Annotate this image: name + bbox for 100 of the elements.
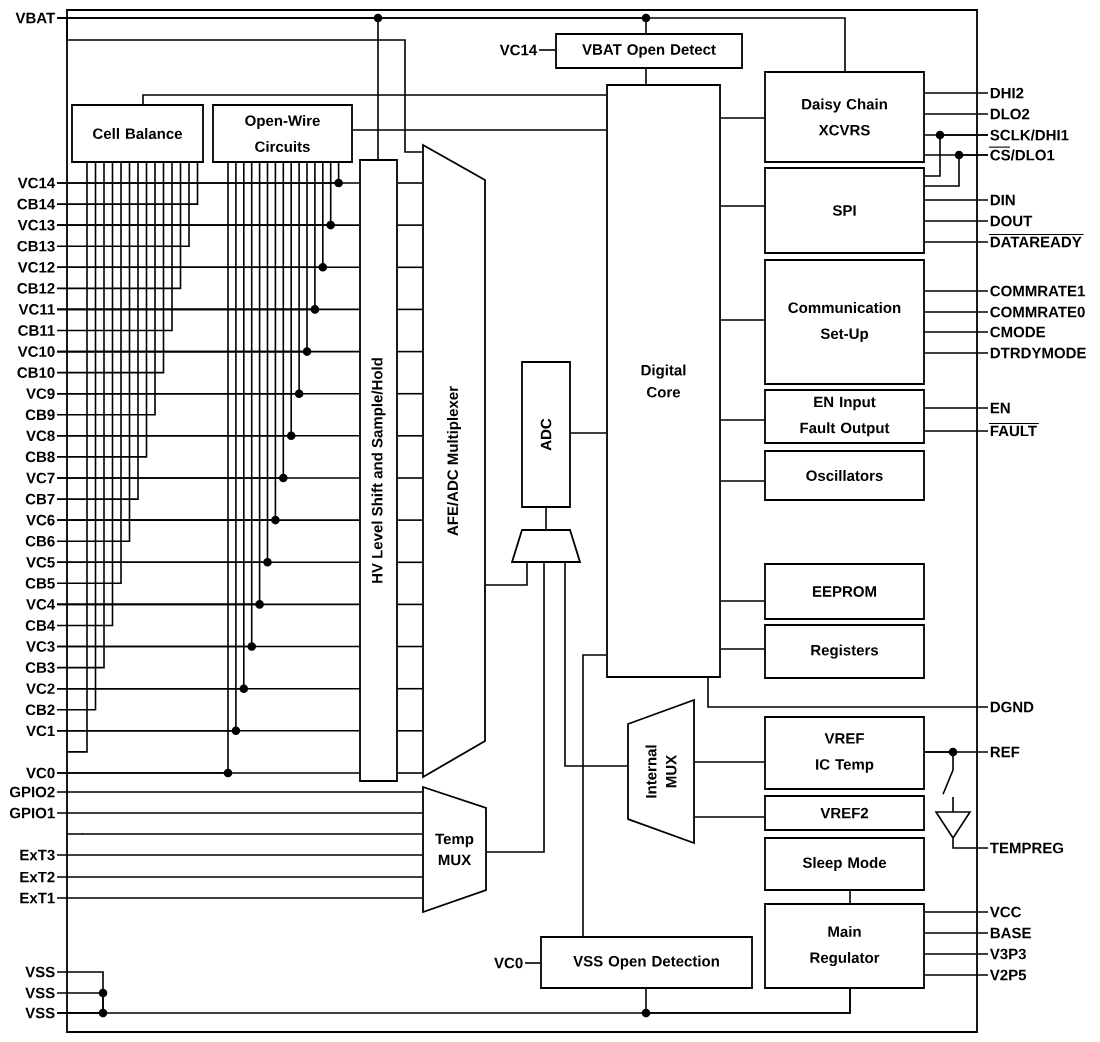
wire [397,519,423,521]
wire [397,730,423,732]
wire [397,645,423,648]
wire [720,205,765,207]
function-block: Cell Balance [71,104,204,163]
wire [924,953,989,955]
wire [397,308,423,311]
function-block: EEPROM [764,563,925,620]
wire [56,162,199,205]
pin-label: VCC [989,906,1022,918]
wire [56,162,340,184]
pin-label: VBAT [15,12,56,24]
pin-label: ExT1 [20,892,55,904]
wire [849,890,851,904]
wire [720,419,765,421]
wire [56,162,165,374]
wire [564,562,628,767]
pin-label: CS/DLO1 [988,146,1055,161]
wire [924,220,989,222]
pin-label: VC7 [26,472,55,484]
wire [397,687,423,690]
wire [570,432,607,434]
wire [545,507,547,530]
pin-label: VC8 [26,430,55,442]
wire [694,761,765,763]
function-block: Daisy Chain XCVRS [764,71,925,163]
pin-label: CB14 [17,198,56,210]
pin-label: DHI2 [990,87,1024,99]
function-block: Digital Core [606,84,721,678]
wire [397,603,423,606]
wire [924,199,989,201]
wire [142,94,607,105]
wire [720,319,765,321]
wire [924,352,989,354]
wire [720,117,765,119]
pin-label: GPIO2 [9,786,55,798]
pin-label: CB8 [25,451,55,463]
signal-label: VC14 [499,44,538,56]
function-block: Open-Wire Circuits [212,104,353,163]
pin-label: DOUT [990,215,1033,227]
pin-label: CB10 [17,367,55,378]
pin-label: VSS [25,1007,55,1019]
pin-label: CB3 [25,662,55,673]
wire [56,162,97,711]
pin-label: VC14 [17,177,56,189]
pin-label: ExT2 [20,871,55,883]
pin-label: VSS [25,966,55,978]
pin-label: VC9 [26,388,55,399]
wire [397,224,423,226]
pin-label: VC13 [17,219,55,231]
pin-label: CMODE [990,326,1046,338]
pin-label: CB12 [17,283,55,294]
wire [56,162,148,458]
pin-label: CB7 [25,493,55,505]
pin-label: VC1 [26,725,55,737]
pin-label: CB13 [17,240,55,252]
wire [56,162,308,353]
wire [81,162,88,753]
pin-label: COMMRATE0 [990,306,1085,318]
wire [582,654,607,937]
wire [56,162,139,500]
pin-label: DTRDYMODE [990,347,1086,359]
pin-label: VC5 [26,557,55,568]
wire [56,162,292,437]
wire [56,812,423,814]
wire [56,791,423,793]
pin-label: CB4 [25,620,56,631]
pin-label: DLO2 [990,108,1030,120]
pin-label: VC12 [17,262,55,273]
wire [56,162,300,395]
pin-label: VC4 [26,599,56,610]
function-block: Oscillators [764,450,925,501]
pin-label: VC6 [26,514,55,526]
pin-label: VC11 [18,304,55,315]
wire [397,266,423,269]
wire [924,911,989,913]
wire [924,290,989,292]
wire [56,854,423,856]
function-block: EN Input Fault Output [764,389,925,444]
wire [397,435,423,437]
pin-label: GPIO1 [9,807,55,819]
wire [56,162,173,332]
wire [56,162,190,247]
buffer-symbol [935,796,972,839]
pin-label: VC10 [17,346,55,357]
function-block: Main Regulator [764,903,925,989]
pin-label: ExT3 [20,849,55,861]
wire [56,897,423,899]
pin-label: REF [990,746,1020,758]
sample-hold-block: HV Level Shift and Sample/Hold [359,159,398,782]
wire [924,331,989,333]
wire [56,162,156,416]
wire [397,392,423,395]
wire [924,134,989,177]
pin-label: FAULT [988,422,1040,437]
function-block: VREF IC Temp [764,716,925,790]
wire [56,17,423,153]
wire [924,92,989,94]
pin-label: TEMPREG [990,842,1064,854]
function-block: VSS Open Detection [540,936,753,989]
